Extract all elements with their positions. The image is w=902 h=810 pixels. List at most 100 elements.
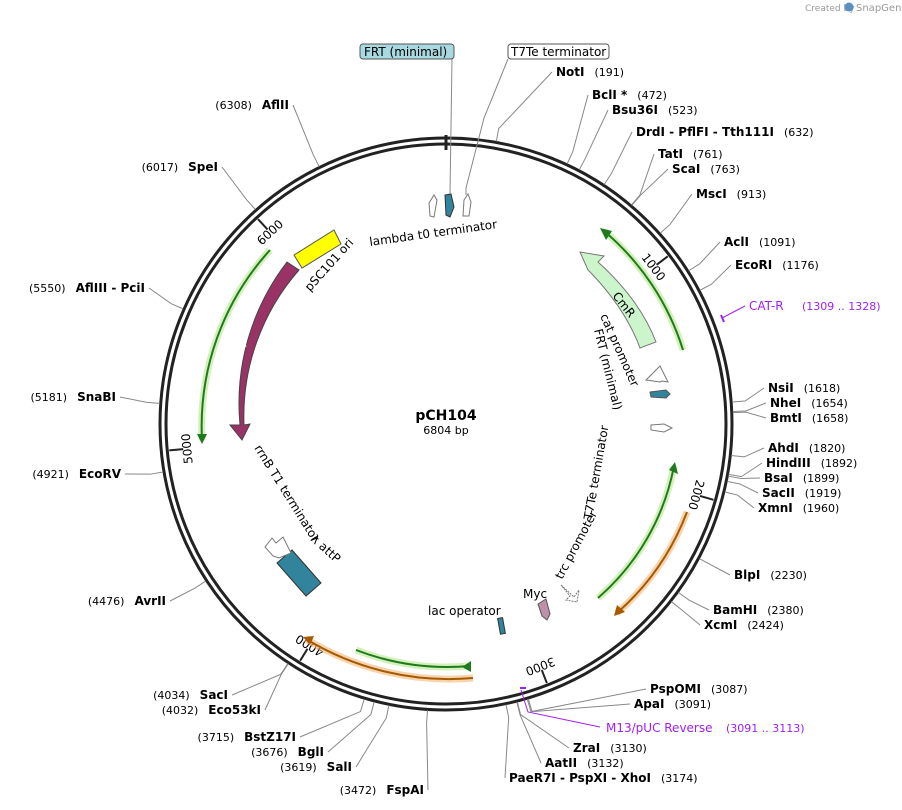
site-name: SalI	[327, 760, 352, 774]
site-name: AclI	[724, 235, 749, 249]
credit-prefix: Created by	[805, 4, 855, 14]
t7te-right-feature	[650, 423, 674, 433]
restriction-site: SnaBI(5181)	[31, 390, 160, 404]
site-name: BmtI	[770, 411, 802, 425]
site-name: PaeR7I - PspXI - XhoI	[509, 771, 651, 785]
site-position: (6017)	[142, 161, 179, 174]
restriction-site: AflIII - PciI(5550)	[29, 281, 184, 310]
restriction-site: BclI *(472)	[566, 88, 667, 165]
site-name: Bsu36I	[612, 103, 658, 117]
site-name: SnaBI	[77, 390, 116, 404]
restriction-site: SalI (3619)	[280, 705, 390, 774]
site-position: (1960)	[803, 502, 840, 515]
t7te-inner-label: T7Te terminator	[581, 424, 612, 521]
frt-box-label: FRT (minimal)	[364, 45, 447, 59]
site-position: (472)	[637, 89, 667, 102]
site-position: (761)	[693, 148, 723, 161]
site-position: (3676)	[251, 746, 288, 759]
site-position: (191)	[595, 66, 625, 79]
site-name: AatII	[545, 756, 577, 770]
frt-top-feature	[444, 193, 455, 218]
attp-feature	[276, 549, 322, 597]
trc-promoter-label: trc promoter	[552, 508, 600, 581]
site-name: FspAI	[386, 783, 424, 797]
site-position: (1176)	[782, 259, 819, 272]
scale-tick-label: 3000	[524, 654, 558, 678]
orf-arcs	[197, 228, 691, 683]
cat-promoter-feature	[644, 365, 669, 383]
site-position: (1654)	[811, 397, 848, 410]
site-position: (763)	[710, 163, 740, 176]
lac-operator-label: lac operator	[428, 604, 501, 618]
plasmid-name: pCH104	[415, 408, 476, 424]
site-name: XcmI	[704, 618, 737, 632]
site-position: (4032)	[162, 704, 199, 717]
site-name: ZraI	[573, 741, 600, 755]
psc101-feature	[293, 229, 342, 269]
primers: CAT-R (1309 .. 1328) M13/pUC Reverse (30…	[520, 299, 881, 735]
site-name: PspOMI	[650, 682, 701, 696]
backbone	[158, 135, 734, 712]
primer-cat-r-pos: (1309 .. 1328)	[802, 300, 881, 313]
site-name: BamHI	[713, 603, 757, 617]
scale-tick-label: 2000	[685, 478, 707, 511]
site-position: (1820)	[809, 442, 846, 455]
site-name: AhdI	[768, 441, 799, 455]
site-name: SacI	[200, 688, 228, 702]
restriction-site: NotI(191)	[495, 65, 625, 142]
site-position: (5550)	[29, 282, 66, 295]
restriction-site: Eco53kI(4032)	[162, 663, 289, 717]
restriction-site: BstZ17I(3715)	[198, 698, 365, 744]
boxed-labels: FRT (minimal) T7Te terminator	[359, 43, 610, 195]
site-position: (3619)	[280, 761, 317, 774]
restriction-site: EcoRV(4921)	[32, 467, 164, 481]
restriction-site: BsaI(1899)	[728, 471, 839, 485]
site-name: ScaI	[672, 162, 700, 176]
site-name: MscI	[696, 187, 727, 201]
restriction-site: DrdI - PflFI - Tth111I(632)	[603, 125, 814, 185]
scale-tick	[169, 448, 184, 452]
plasmid-size: 6804 bp	[423, 424, 468, 437]
lambda-t0-label: lambda t0 terminator	[368, 217, 497, 249]
site-name: NheI	[770, 396, 801, 410]
scale-tick	[699, 495, 714, 501]
restriction-site: AclI(1091)	[688, 235, 796, 272]
trc-promoter-feature	[560, 584, 580, 603]
site-position: (2424)	[747, 619, 784, 632]
restriction-site: XmnI(1960)	[724, 491, 840, 515]
restriction-site: BamHI (2380)	[678, 591, 804, 617]
restriction-site: BmtI(1658)	[732, 411, 848, 425]
restriction-site: EcoRI (1176)	[699, 258, 819, 291]
lambda-t0-feature	[428, 194, 438, 218]
site-name: AflII	[262, 98, 289, 112]
site-position: (6308)	[215, 99, 252, 112]
restriction-site: SacII(1919)	[727, 480, 842, 500]
site-name: EcoRI	[735, 258, 772, 272]
site-position: (4476)	[88, 595, 125, 608]
rrnb-label: rrnB T1 terminator	[251, 442, 322, 544]
site-position: (2230)	[770, 569, 807, 582]
restriction-site: Bsu36I (523)	[578, 103, 698, 171]
restriction-site: TatI(761)	[631, 147, 723, 206]
site-position: (632)	[784, 126, 814, 139]
restriction-site: PaeR7I - PspXI - XhoI(3174)	[504, 704, 698, 785]
site-name: AvrII	[134, 594, 166, 608]
restriction-site: HindIII(1892)	[728, 456, 857, 478]
restriction-site: ZraI(3130)	[516, 701, 647, 755]
restriction-site: AflII (6308)	[215, 98, 320, 167]
myc-label: Myc	[523, 587, 547, 601]
restriction-site: SpeI (6017)	[142, 160, 256, 210]
site-position: (523)	[668, 104, 698, 117]
site-position: (2380)	[767, 604, 804, 617]
restriction-site: SacI (4034)	[153, 663, 289, 702]
restriction-site: MscI(913)	[659, 187, 766, 234]
site-name: NsiI	[768, 381, 794, 395]
restriction-site: NheI (1654)	[732, 396, 848, 413]
site-position: (4034)	[153, 689, 190, 702]
site-name: SpeI	[188, 160, 218, 174]
site-position: (1919)	[805, 487, 842, 500]
site-name: HindIII	[766, 456, 811, 470]
t7te-box	[507, 43, 610, 60]
primer-m13-name: M13/pUC Reverse	[606, 721, 713, 735]
site-position: (3472)	[340, 784, 377, 797]
